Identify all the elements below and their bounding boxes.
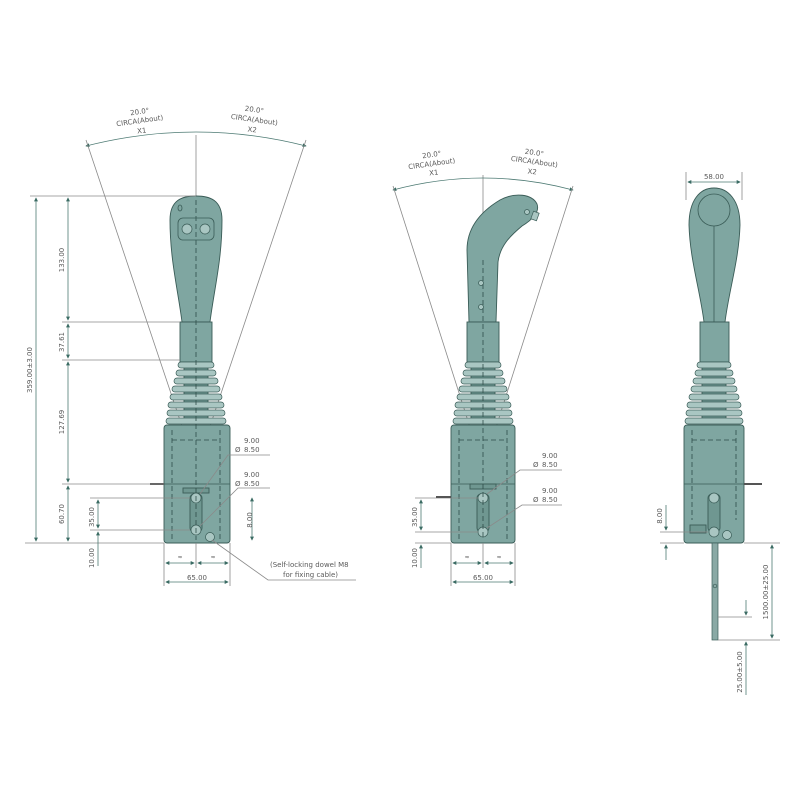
side-hole1-upper: 9.00 xyxy=(542,452,558,460)
side-hole2-lower: 8.50 xyxy=(542,496,558,504)
front-angle-right-note: CIRCA(About) xyxy=(230,113,278,128)
side-angle-left-value: 20.0° xyxy=(422,150,442,161)
dim-hole-offset: 10.00 xyxy=(88,548,96,568)
front-angle-left-axis: X1 xyxy=(137,127,147,136)
dim-bellows-height: 127.69 xyxy=(58,410,66,435)
side-dim-hole-spacing: 35.00 xyxy=(411,507,419,527)
front-angle-right-axis: X2 xyxy=(247,126,257,135)
front-view: 20.0° CIRCA(About) X1 20.0° CIRCA(About)… xyxy=(25,105,356,586)
dim-base-width: 65.00 xyxy=(187,574,207,582)
rear-view: 58.00 8.00 1500.00±25.00 25.00±5.00 xyxy=(656,172,780,695)
side-angle-right-value: 20.0° xyxy=(524,148,544,159)
callout-line1: (Self-locking dowel M8 xyxy=(270,561,349,569)
hole2-upper: 9.00 xyxy=(244,471,260,479)
hole1-lower: 8.50 xyxy=(244,446,260,454)
front-hole-callouts xyxy=(199,454,356,581)
rear-dim-cable-strip: 25.00±5.00 xyxy=(736,651,744,693)
rear-dim-grip-width: 58.00 xyxy=(704,173,724,181)
rear-dim-hole-depth: 8.00 xyxy=(656,508,664,524)
side-dimensions xyxy=(415,469,562,586)
side-hole2-diameter-symbol: Ø xyxy=(533,496,539,504)
rear-dim-cable-length: 1500.00±25.00 xyxy=(762,565,770,620)
front-bellows xyxy=(165,361,227,425)
cable xyxy=(711,542,719,641)
side-angle-right-axis: X2 xyxy=(527,168,537,177)
side-dim-half-right: ≈ xyxy=(496,554,501,561)
side-view: 20.0° CIRCA(About) X1 20.0° CIRCA(About)… xyxy=(392,148,574,586)
side-joystick-body xyxy=(450,194,540,544)
dim-hole-depth: 8.00 xyxy=(246,512,254,528)
front-angle-right-value: 20.0° xyxy=(244,105,264,116)
dim-neck-height: 37.61 xyxy=(58,332,66,352)
dim-half-width-left: ≈ xyxy=(177,554,182,561)
side-hole1-diameter-symbol: Ø xyxy=(533,461,539,469)
hole2-diameter-symbol: Ø xyxy=(235,480,241,488)
side-angle-left-axis: X1 xyxy=(429,169,439,178)
dim-grip-height: 133.00 xyxy=(58,248,66,273)
front-angle-left-value: 20.0° xyxy=(130,107,150,118)
side-hole2-upper: 9.00 xyxy=(542,487,558,495)
dim-hole-spacing: 35.00 xyxy=(88,507,96,527)
rear-joystick-body xyxy=(683,187,762,641)
rear-bellows xyxy=(684,361,744,425)
side-dim-base-width: 65.00 xyxy=(473,574,493,582)
dim-base-height: 60.70 xyxy=(58,504,66,524)
hole1-diameter-symbol: Ø xyxy=(235,446,241,454)
callout-line2: for fixing cable) xyxy=(283,571,338,579)
front-joystick-body xyxy=(150,195,231,544)
hole1-upper: 9.00 xyxy=(244,437,260,445)
dim-total-height: 359.00±3.00 xyxy=(26,347,34,393)
grip-button-right-icon xyxy=(199,223,211,235)
hole2-lower: 8.50 xyxy=(244,480,260,488)
front-vertical-dimensions xyxy=(25,195,196,566)
side-hole1-lower: 8.50 xyxy=(542,461,558,469)
side-dim-hole-offset: 10.00 xyxy=(411,548,419,568)
side-dim-half-left: ≈ xyxy=(464,554,469,561)
dim-half-width-right: ≈ xyxy=(210,554,215,561)
front-horizontal-dimensions xyxy=(163,497,254,586)
grip-button-left-icon xyxy=(181,223,193,235)
rear-dimensions xyxy=(660,172,780,695)
